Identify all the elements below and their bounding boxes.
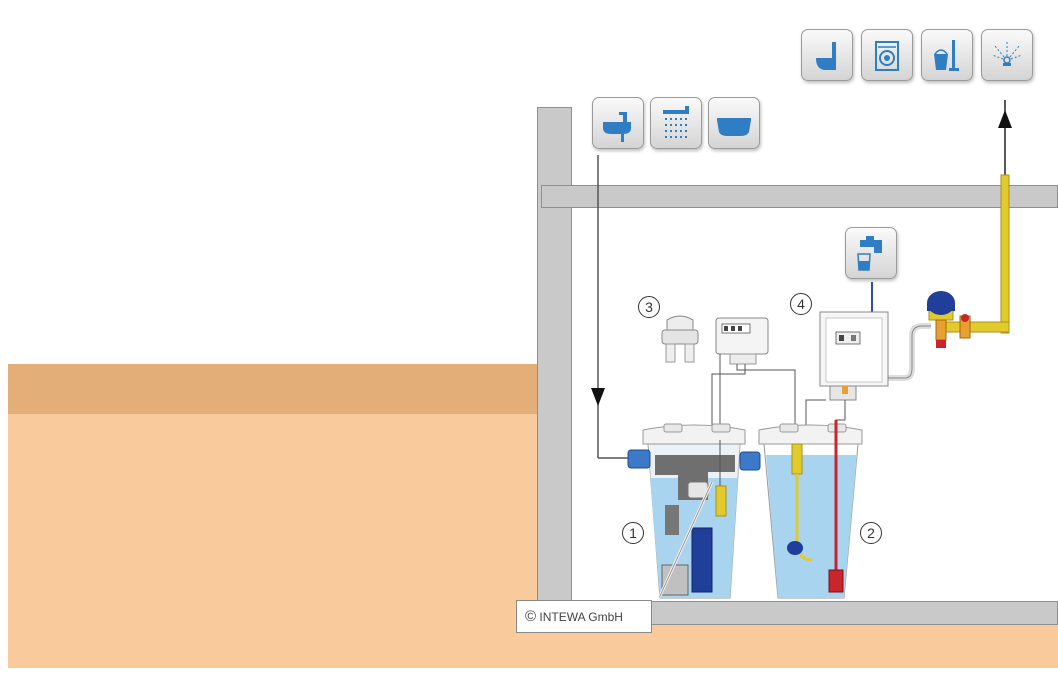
drinking-water-tap-icon: [845, 227, 897, 279]
level-sensor: [661, 315, 699, 363]
treatment-tank: [627, 423, 761, 599]
storage-tank: [758, 420, 863, 599]
garden-sprinkler-icon: [981, 29, 1033, 81]
label-treatment-tank: 1: [622, 522, 644, 544]
label-control-unit: 4: [790, 293, 812, 315]
wash-basin-icon: [592, 97, 644, 149]
inlet-pipe: [591, 155, 632, 459]
supply-pipe: [944, 174, 1010, 339]
copyright-notice: © INTEWA GmbH: [516, 600, 652, 633]
label-storage-tank: 2: [860, 522, 882, 544]
pressure-vessel: [927, 291, 955, 348]
toilet-icon: [801, 29, 853, 81]
ground-top-soil: [8, 364, 538, 414]
outlet-arrow: [998, 100, 1012, 175]
washing-machine-icon: [861, 29, 913, 81]
bathtub-icon: [708, 97, 760, 149]
cleaning-bucket-icon: [921, 29, 973, 81]
label-level-sensor: 3: [638, 296, 660, 318]
copyright-text: INTEWA GmbH: [539, 610, 623, 624]
shower-icon: [650, 97, 702, 149]
control-unit: [819, 282, 889, 401]
copyright-symbol: ©: [525, 608, 537, 625]
controller-box: [715, 317, 769, 365]
